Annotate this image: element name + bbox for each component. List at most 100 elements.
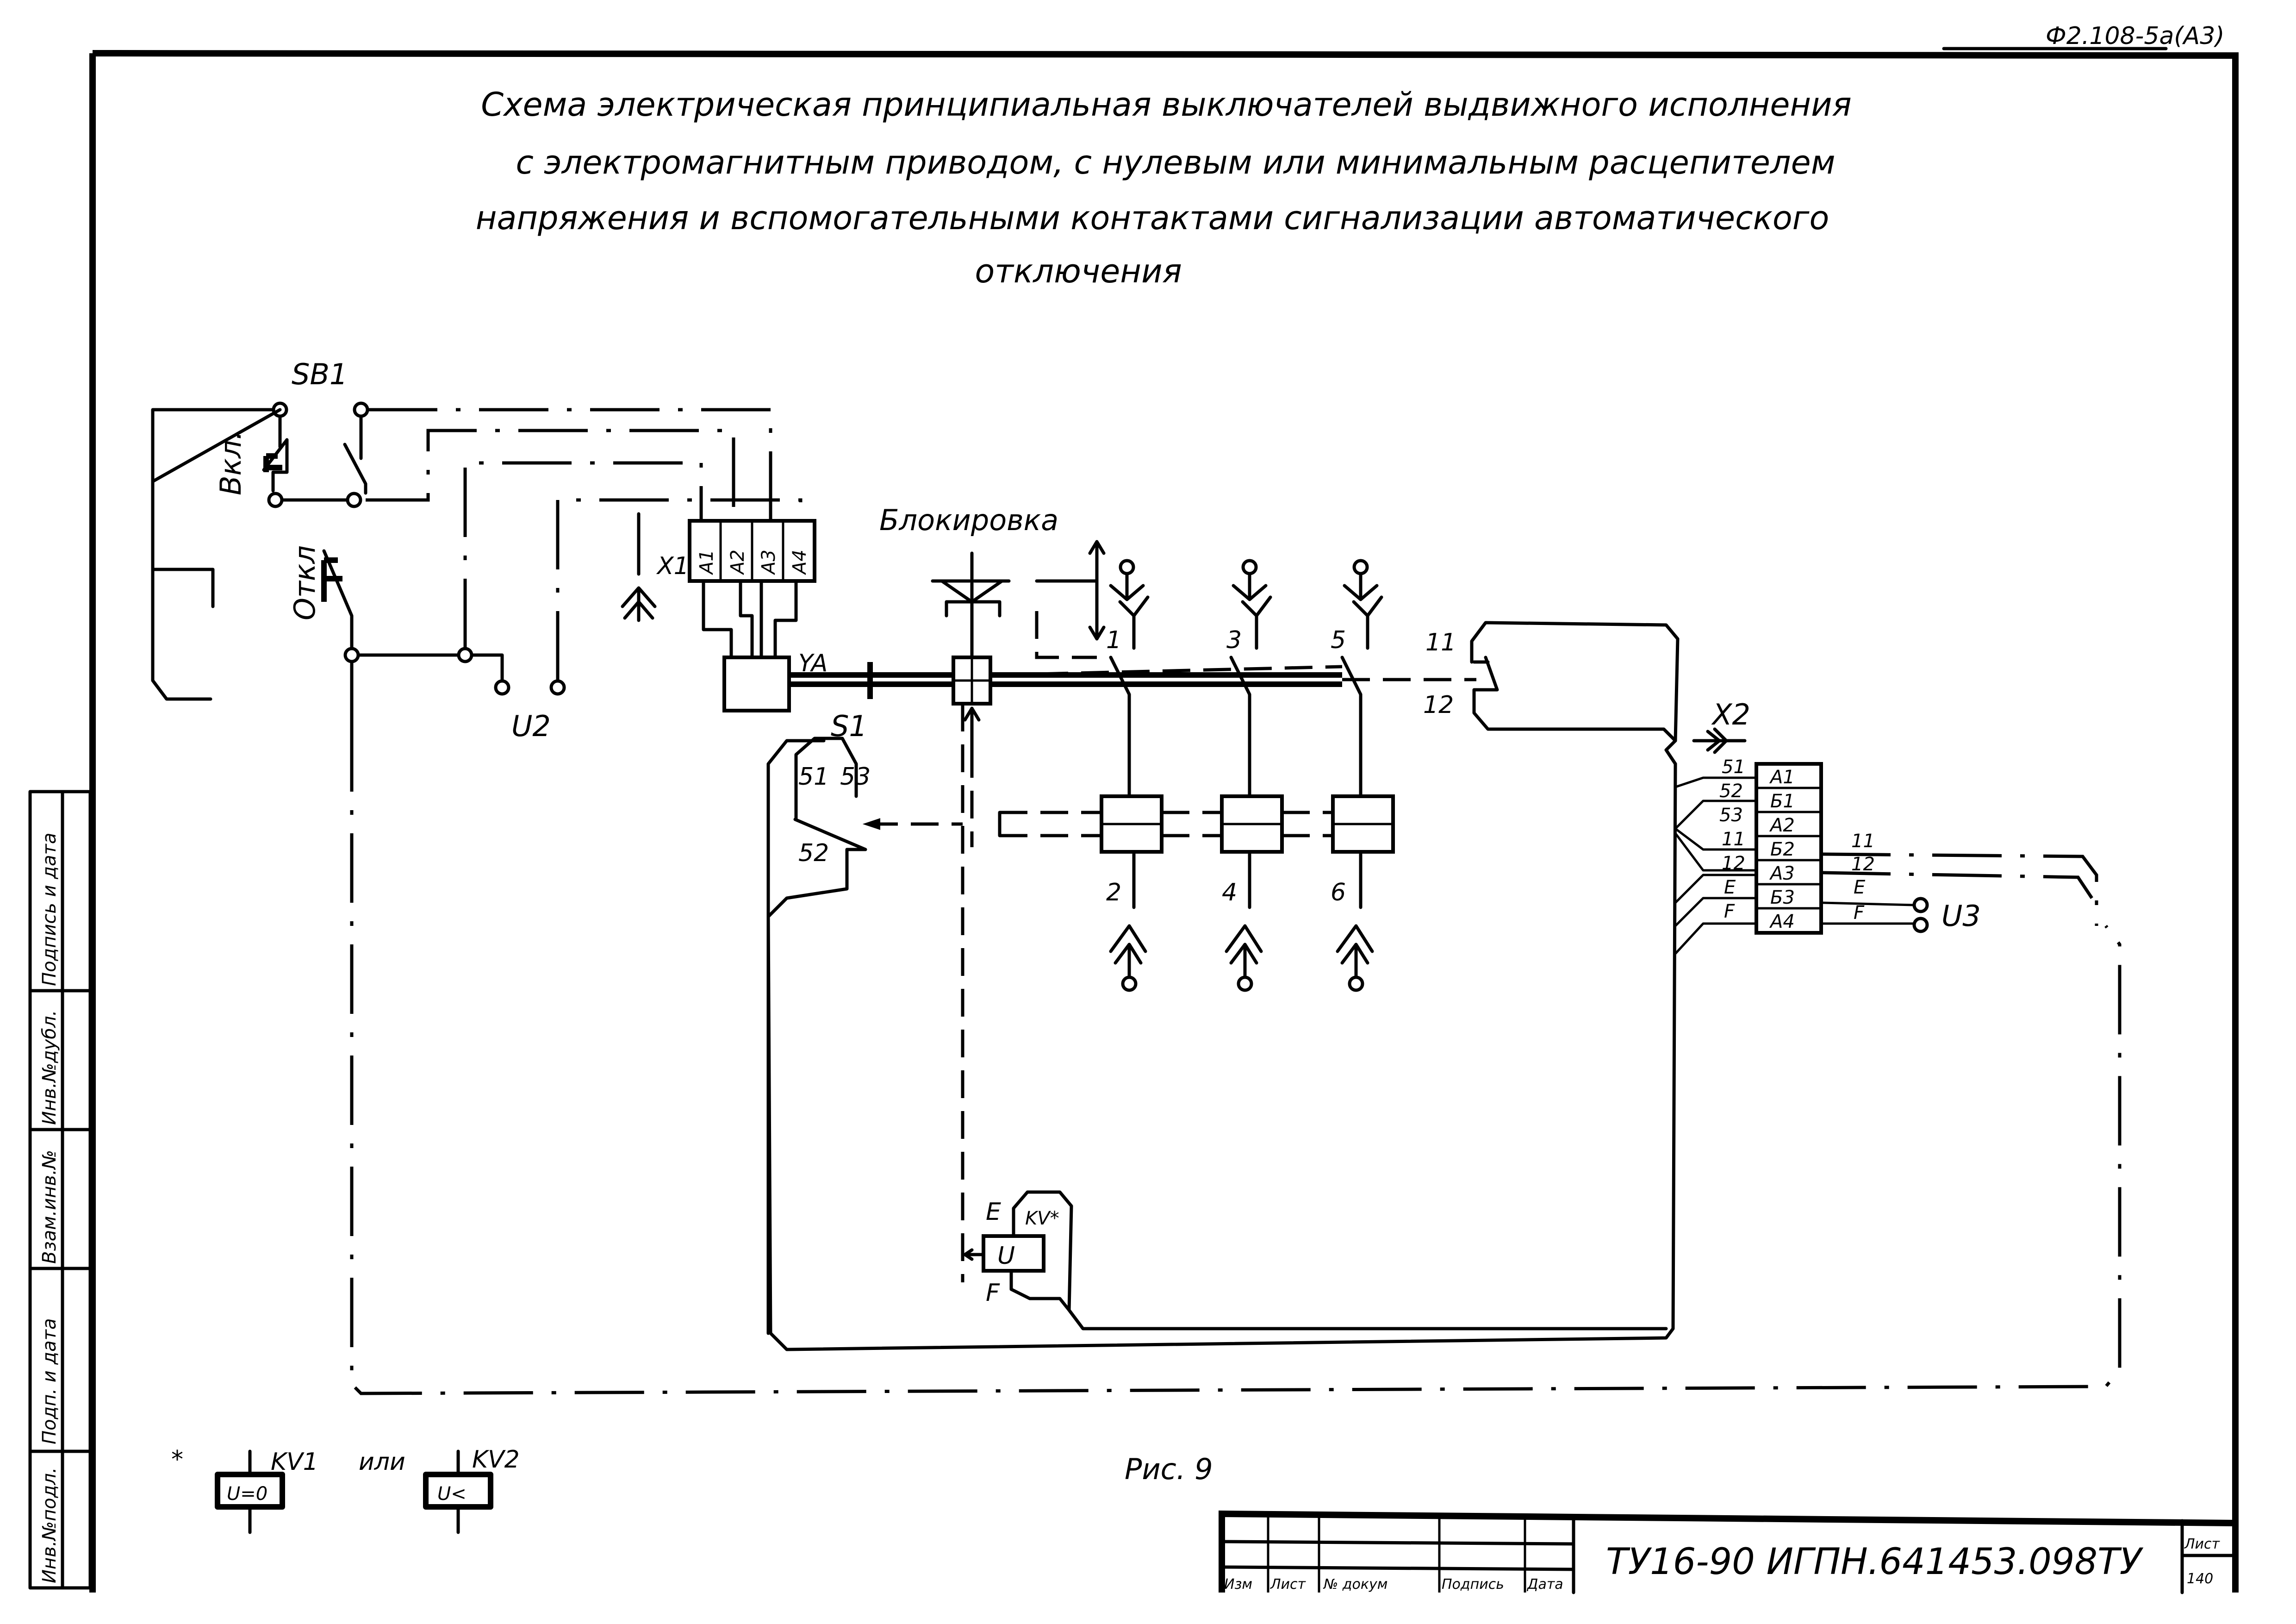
u2-terminal (549, 679, 566, 696)
sb1-label: SB1 (292, 357, 348, 391)
x2-pin: Б2 (1770, 839, 1795, 860)
wire-label: F (1854, 902, 1865, 924)
sb1-switch: SB1 Вкл. Откл U2 (151, 357, 566, 743)
wire-label: E (1854, 877, 1866, 898)
return-wire (350, 722, 2122, 1395)
stamp-inv-dubl: Инв.№дубл. (39, 1010, 60, 1125)
aux-contact-11: 11 (1425, 629, 1456, 656)
kv2-text: U< (437, 1483, 467, 1505)
x2-right-wire (1821, 901, 1914, 906)
kv-wire (1009, 1269, 1071, 1312)
control-wire (556, 498, 803, 681)
arrow-up-icon (963, 706, 981, 752)
x2-left-wires (1674, 776, 1756, 955)
plug-socket-icon (1225, 852, 1263, 979)
x2-pin: А3 (1769, 863, 1795, 884)
plug-socket-icon (1336, 852, 1374, 979)
wire (151, 408, 282, 608)
terminal-node (267, 492, 284, 508)
x2-right-wire (1821, 852, 2098, 926)
x2-pin: А1 (1769, 767, 1795, 788)
wire-label: 12 (1851, 854, 1875, 875)
terminal-node (457, 647, 473, 663)
terminal-node (1121, 975, 1138, 992)
u3-label: U3 (1941, 899, 1981, 933)
x1-pin: А2 (727, 550, 748, 575)
blocking-interlock-symbol (931, 551, 1011, 659)
control-wire (463, 461, 703, 648)
s1-contact-52: 52 (798, 839, 829, 867)
sb1-on-label: Вкл. (214, 431, 248, 495)
title-block: Изм Лист № докум Подпись Дата ТУ16-90 ИГ… (1219, 1510, 2237, 1594)
kv-label: KV* (1025, 1208, 1059, 1229)
sheet-label: Лист (2184, 1536, 2221, 1552)
blocking-arrows (1035, 540, 1106, 641)
aux-wire (1470, 621, 1680, 766)
plug-socket-icon (1343, 572, 1383, 650)
u2-terminal (494, 679, 510, 696)
u2-label: U2 (511, 709, 551, 743)
plug-socket-icon (1692, 727, 1747, 754)
terminal-node (1241, 559, 1258, 575)
kv-wire (1012, 1190, 1668, 1330)
x1-pin: А3 (758, 550, 779, 575)
plug-socket-icon (1232, 572, 1272, 650)
x2-right-wire (1821, 871, 2093, 899)
pole-top-3: 3 (1226, 626, 1242, 654)
s1-switch: S1 51 53 52 (766, 709, 963, 1335)
aux-contact-12: 12 (1423, 691, 1454, 719)
s1-contact-51: 51 (798, 763, 829, 791)
wire-label: 11 (1851, 831, 1875, 852)
dash-line (1035, 611, 1097, 659)
off-button-actuator (321, 557, 342, 602)
terminal-node (1348, 975, 1364, 992)
figure-caption: Рис. 9 (1125, 1452, 1213, 1486)
pole-top-1: 1 (1106, 626, 1121, 654)
wire (357, 653, 504, 682)
title-line-1: Схема электрическая принципиальная выклю… (481, 86, 1852, 124)
document-code: ТУ16-90 ИГПН.641453.098ТУ (1606, 1541, 2144, 1583)
pole-contact (1109, 656, 1131, 798)
x1-label: X1 (656, 552, 689, 580)
x1-connector: X1 А1 А2 А3 А4 (621, 512, 816, 659)
x2-connector: X2 А1 Б1 А2 Б2 А3 Б3 А4 51 52 53 11 12 E… (1674, 698, 2098, 955)
tb-col-izm: Изм (1224, 1576, 1252, 1593)
wire-label: E (1724, 877, 1736, 898)
tb-col-sign: Подпись (1442, 1576, 1504, 1593)
plug-socket-icon (621, 512, 657, 622)
x1-pin: А1 (696, 550, 717, 575)
wire (151, 408, 275, 701)
stamp-vzam-inv: Взам.инв.№ (39, 1150, 60, 1264)
stamp-podp-data: Подп. и дата (39, 1318, 60, 1444)
pole-bottom-6: 6 (1331, 879, 1346, 906)
arrow-left-icon (963, 1248, 985, 1261)
wire-label: 52 (1719, 781, 1743, 802)
pole-contact (1340, 656, 1363, 798)
wire-label: 51 (1722, 756, 1745, 778)
u3-terminal (1912, 897, 1929, 913)
wire-label: F (1724, 901, 1735, 922)
terminal-node (1352, 559, 1369, 575)
x2-pin: А4 (1769, 911, 1795, 932)
sheet-number: 140 (2187, 1571, 2213, 1587)
control-wire (366, 429, 735, 523)
kv-coil-label: U (997, 1242, 1015, 1270)
u3-terminal (1912, 917, 1929, 933)
s1-contact (766, 818, 867, 918)
off-button-contact (322, 549, 354, 650)
x2-block (1755, 762, 1823, 935)
tb-col-doc: № докум (1323, 1576, 1388, 1593)
bus-wire (766, 762, 1677, 1351)
terminal-node (343, 647, 360, 663)
side-stamp: Инв.№подл. Подп. и дата Взам.инв.№ Инв.№… (28, 790, 92, 1590)
ya-coil (722, 656, 791, 712)
x1-to-ya-wires (702, 579, 798, 659)
tb-col-date: Дата (1526, 1576, 1563, 1593)
x2-label: X2 (1711, 698, 1750, 731)
sb1-off-label: Откл (288, 545, 322, 620)
kv-term-e: E (986, 1198, 1001, 1226)
terminal-node (1237, 975, 1253, 992)
arrow-left-icon (862, 818, 880, 830)
x2-right-wire-labels: 11 12 E F (1851, 831, 1875, 924)
divider (1220, 1565, 1575, 1571)
